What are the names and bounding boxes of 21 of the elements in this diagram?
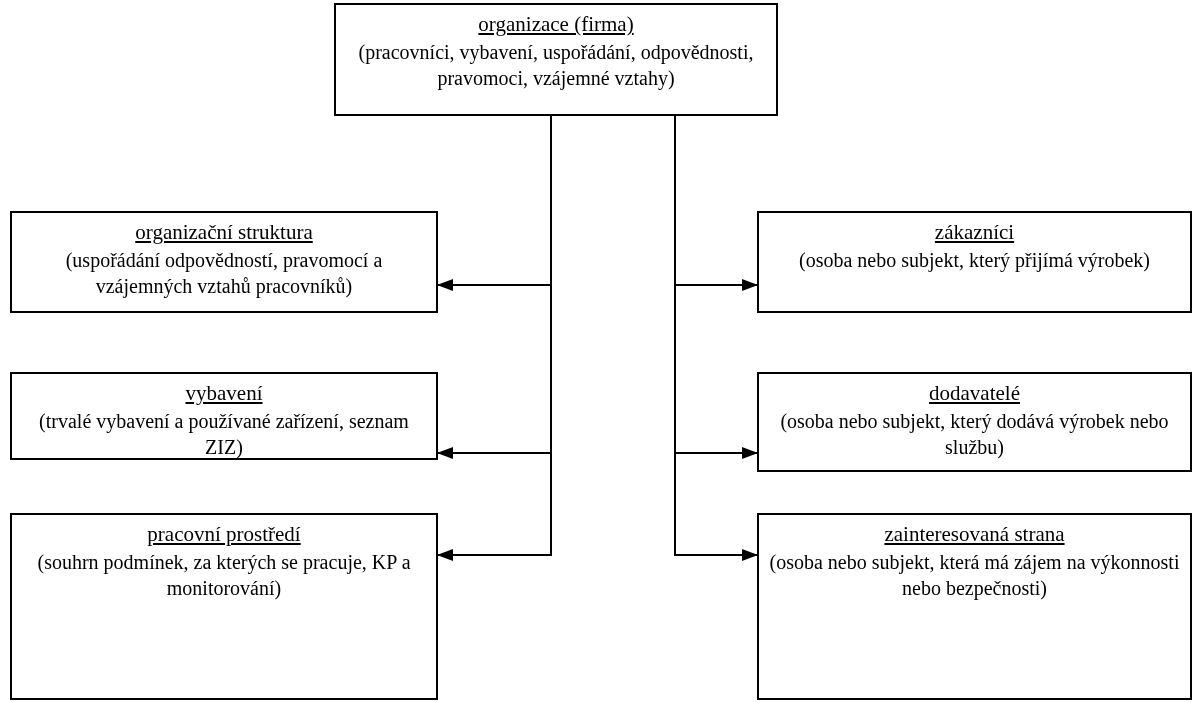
node-description: (trvalé vybavení a používané zařízení, seznam ZIZ) xyxy=(38,409,410,460)
node-title: vybavení xyxy=(184,380,264,406)
node-description: (souhrn podmínek, za kterých se pracuje, KP a monitorování) xyxy=(36,550,412,601)
text-box xyxy=(10,513,438,700)
node-title: dodavatelé xyxy=(928,380,1021,406)
node-title: organizační struktura xyxy=(134,219,314,245)
node-title: organizace (firma) xyxy=(477,11,635,37)
node-title: pracovní prostředí xyxy=(146,521,302,547)
node-title: zákazníci xyxy=(933,219,1016,245)
text-box xyxy=(10,372,438,460)
text-box xyxy=(10,211,438,313)
text-box xyxy=(757,372,1192,472)
node-description: (uspořádání odpovědností, pravomocí a vzájemných vztahů pracovníků) xyxy=(64,248,384,299)
text-box xyxy=(757,211,1192,313)
node-description: (pracovníci, vybavení, uspořádání, odpovědnosti, pravomoci, vzájemné vztahy) xyxy=(357,40,755,91)
node-title: zainteresovaná strana xyxy=(883,521,1066,547)
node-description: (osoba nebo subjekt, který dodává výrobek nebo službu) xyxy=(779,409,1170,460)
text-box xyxy=(757,513,1192,700)
text-box xyxy=(334,3,778,116)
node-description: (osoba nebo subjekt, který přijímá výrobek) xyxy=(798,248,1151,273)
node-description: (osoba nebo subjekt, která má zájem na výkonnosti nebo bezpečnosti) xyxy=(768,550,1181,601)
